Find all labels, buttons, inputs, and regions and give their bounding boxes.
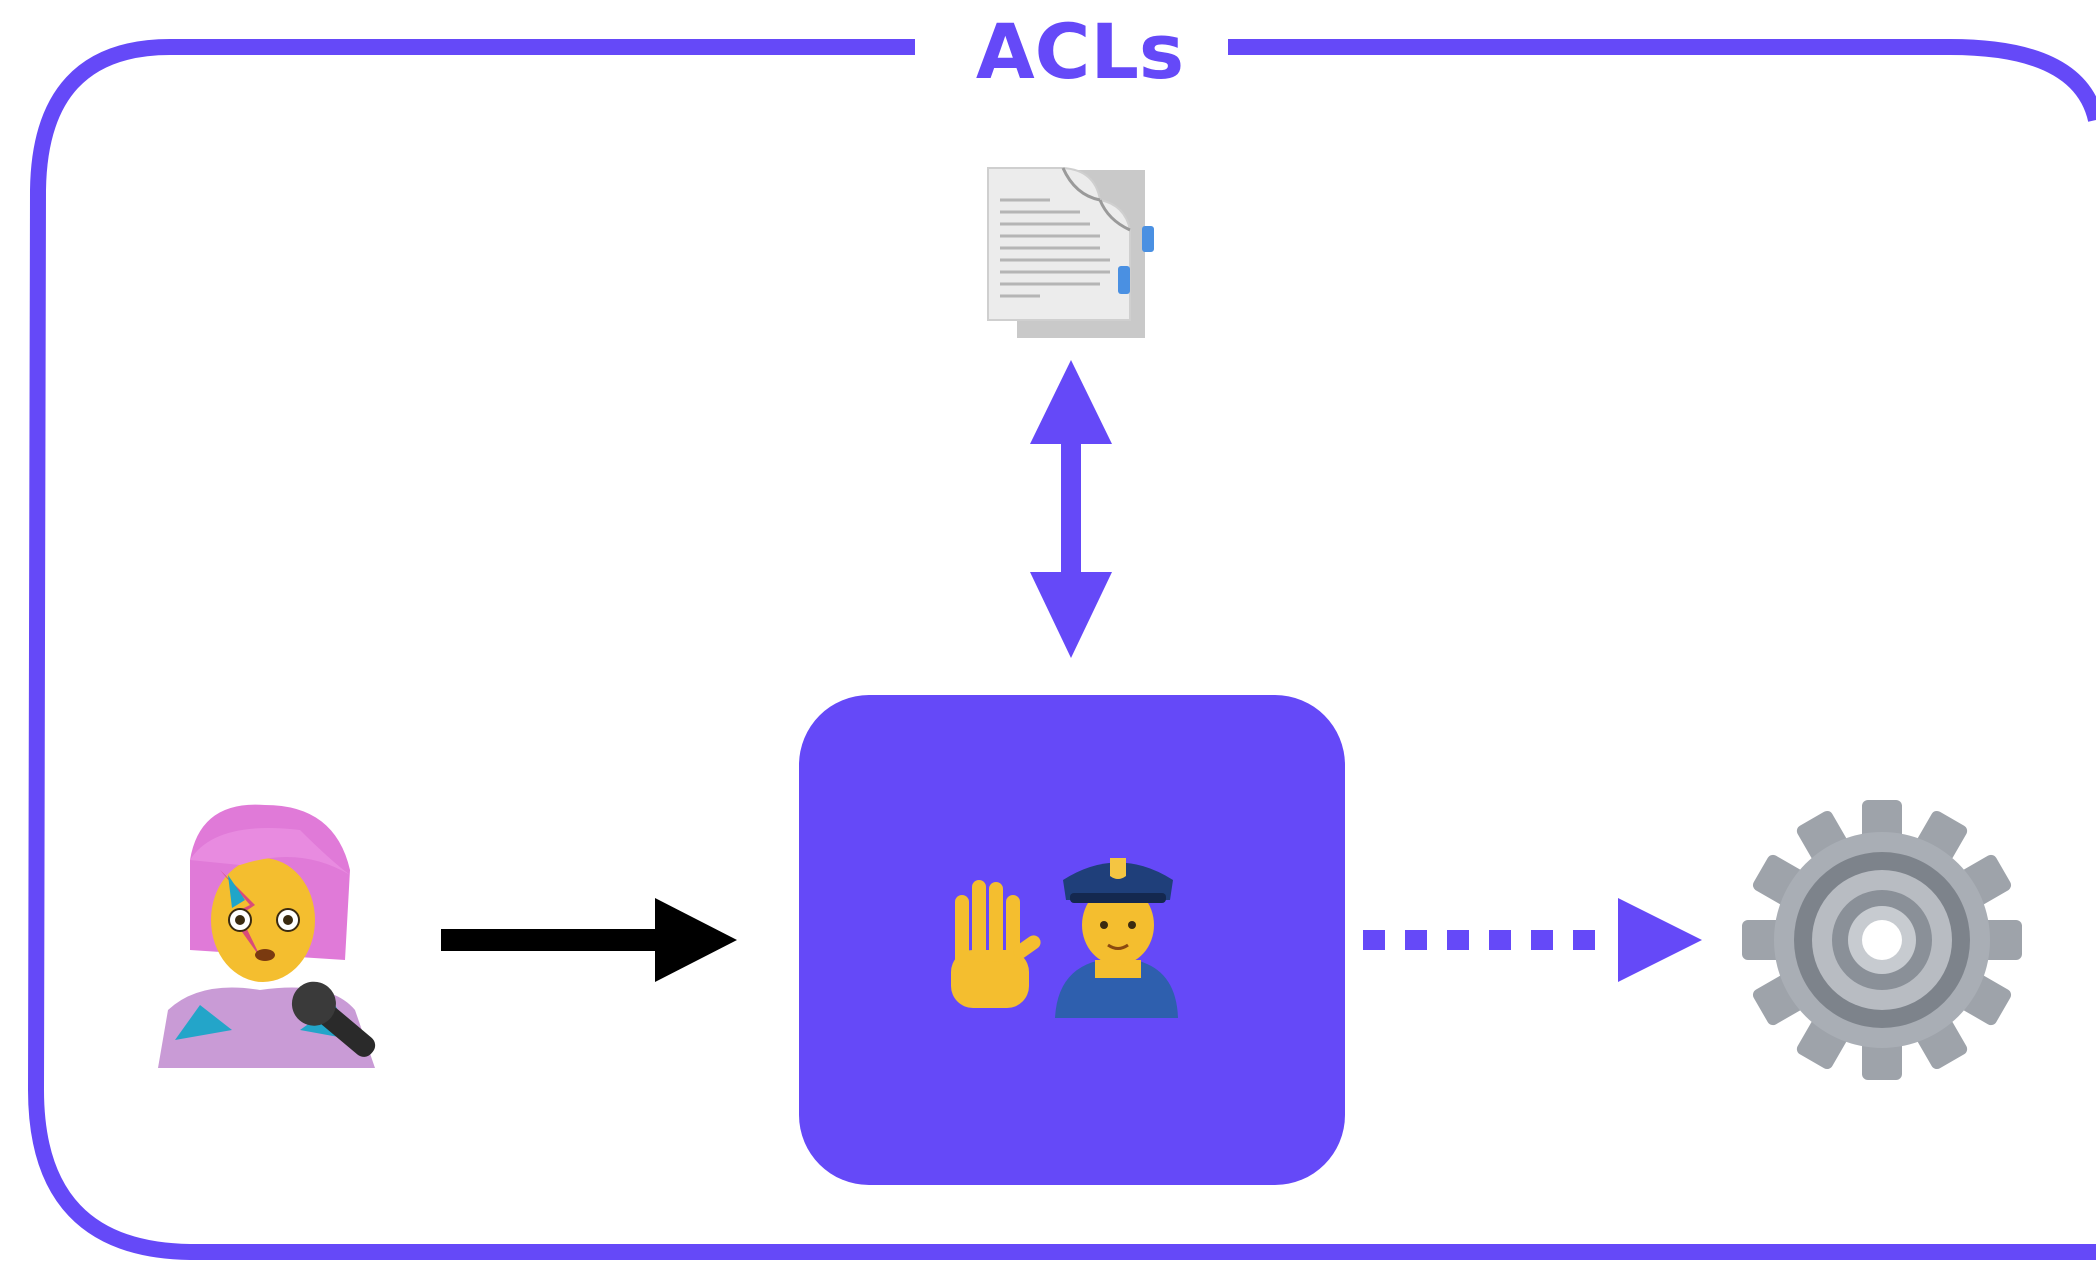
diagram-title: ACLs [976, 7, 1184, 96]
arrow-gatekeeper-document [1030, 360, 1112, 658]
gear-icon [1742, 800, 2022, 1080]
frame-border-right [1228, 39, 2096, 123]
frame-border [27, 39, 2096, 1260]
arrow-user-gatekeeper [441, 898, 737, 982]
singer-person-icon [158, 804, 376, 1068]
gatekeeper-box [799, 695, 1345, 1185]
frame [27, 39, 2096, 1260]
arrow-gatekeeper-system [1363, 898, 1702, 982]
police-officer-icon [1055, 858, 1178, 1018]
document-pages-icon [987, 167, 1154, 338]
raised-hand-icon [951, 880, 1041, 1008]
